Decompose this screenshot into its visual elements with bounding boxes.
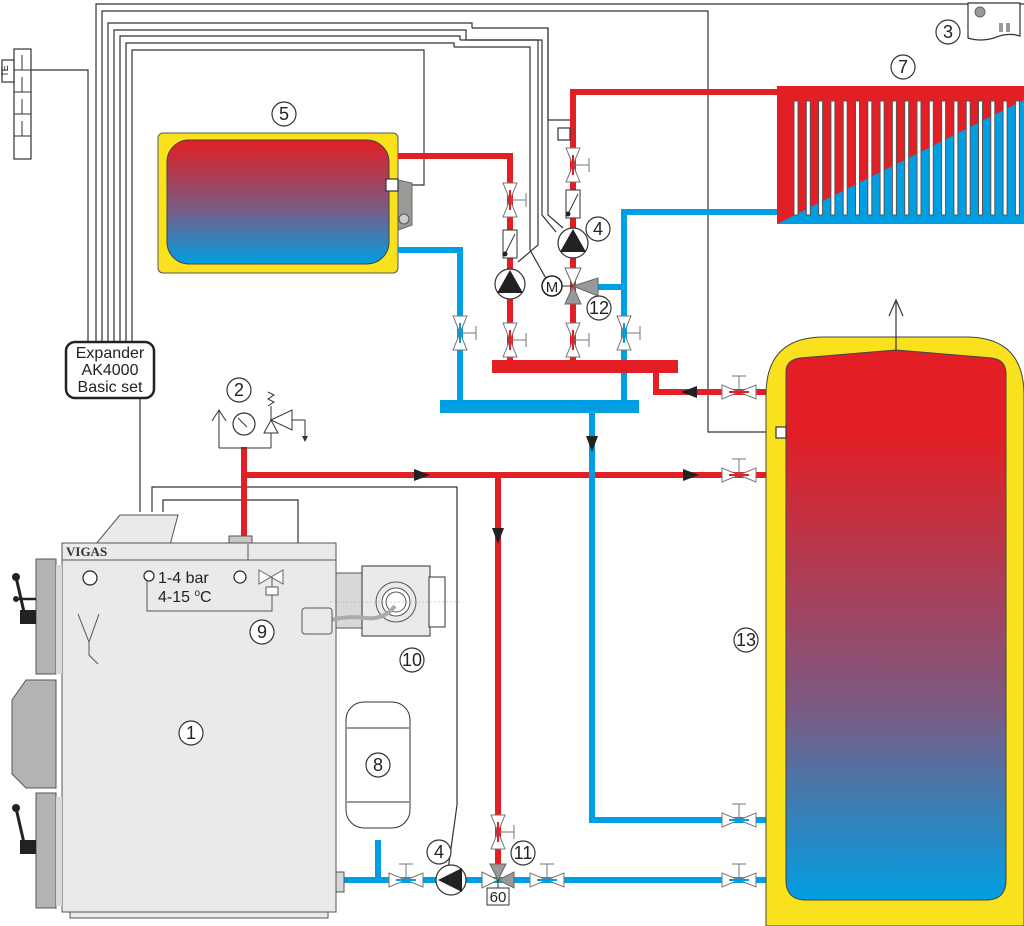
expander-line-3: Basic set xyxy=(78,379,143,396)
shutoff-valve[interactable] xyxy=(721,803,757,828)
boiler-brand: VIGAS xyxy=(66,544,107,559)
flow-arrows xyxy=(414,386,699,544)
flow-arrow-down xyxy=(492,528,504,544)
safety-group xyxy=(211,391,308,449)
cooling-pressure-label: 1-4 bar xyxy=(158,570,209,587)
flow-arrow-right xyxy=(414,469,430,481)
shutoff-valve[interactable] xyxy=(721,863,757,888)
radiator-fin xyxy=(891,100,897,216)
flow-arrow-right xyxy=(683,469,699,481)
radiator-fin xyxy=(978,100,983,216)
temp-range: 4-15 xyxy=(158,589,194,606)
shutoff-valve[interactable] xyxy=(565,147,590,183)
boiler: VIGAS 1-4 bar 4-15 oC xyxy=(11,514,345,919)
room-thermostat xyxy=(967,2,1021,41)
pump-radiator-circuit[interactable] xyxy=(557,227,589,259)
pump-number-bottom: 4 xyxy=(434,842,444,862)
shutoff-valve[interactable] xyxy=(565,322,590,358)
radiator-fin xyxy=(941,100,947,216)
thermostatic-valve-number: 11 xyxy=(514,843,533,863)
pump-boiler-circuit[interactable] xyxy=(435,864,467,896)
radiator-fin xyxy=(879,100,885,216)
radiator-fin xyxy=(953,100,959,216)
accumulation-tank xyxy=(765,298,1024,926)
radiator-fin xyxy=(928,100,934,216)
cooling-temperature-label: 4-15 oC xyxy=(158,588,212,606)
pump-number-top: 4 xyxy=(593,219,603,239)
boiler-number: 1 xyxy=(186,723,196,743)
thermostatic-mixing-valve[interactable]: 60 xyxy=(481,863,515,906)
shutoff-valve[interactable] xyxy=(490,814,515,850)
thermostatic-setpoint: 60 xyxy=(490,889,507,906)
burner-fan-number: 10 xyxy=(402,650,422,670)
radiator-fin xyxy=(793,100,799,216)
radiator-fin xyxy=(904,100,910,216)
flow-arrow-left xyxy=(681,386,697,398)
radiator-fin xyxy=(805,100,811,216)
shutoff-valve[interactable] xyxy=(721,458,757,483)
radiator-fin xyxy=(855,100,860,216)
expander-line-2: AK4000 xyxy=(82,362,139,379)
check-valves xyxy=(502,189,581,259)
hot-water-tank-number: 5 xyxy=(279,104,289,124)
room-thermostat-number: 3 xyxy=(943,22,953,42)
temp-unit: C xyxy=(200,589,212,606)
shutoff-valve[interactable] xyxy=(616,315,641,351)
radiator xyxy=(777,86,1024,224)
radiator-fin xyxy=(990,100,996,216)
cooling-valve-number: 9 xyxy=(257,622,267,642)
burner-fan xyxy=(301,565,460,637)
expander-line-1: Expander xyxy=(76,345,145,362)
radiator-flow-sensor xyxy=(557,127,571,141)
motor-label: M xyxy=(546,279,559,296)
shutoff-valve[interactable] xyxy=(529,863,565,888)
radiator-fin xyxy=(916,100,922,216)
motorized-mixing-valve[interactable]: M xyxy=(541,267,599,305)
accumulation-tank-number: 13 xyxy=(736,630,756,650)
radiator-fin xyxy=(867,100,873,216)
outdoor-temperature-sensor: TE xyxy=(0,48,32,160)
radiator-fin xyxy=(818,100,824,216)
hot-water-tank xyxy=(157,132,413,274)
radiator-number: 7 xyxy=(898,57,908,77)
shutoff-valve[interactable] xyxy=(388,863,424,888)
radiator-fin xyxy=(965,100,971,216)
flow-arrow-down xyxy=(586,436,598,452)
pump-tank-circuit[interactable] xyxy=(494,268,526,300)
shutoff-valve[interactable] xyxy=(452,315,477,351)
control-wires xyxy=(30,3,1024,871)
radiator-fin xyxy=(1014,100,1020,216)
shutoff-valve[interactable] xyxy=(502,182,527,218)
outdoor-sensor-label: TE xyxy=(0,65,10,77)
expansion-vessel-number: 8 xyxy=(373,755,383,775)
radiator-fin xyxy=(842,100,848,216)
shutoff-valve[interactable] xyxy=(502,322,527,358)
radiator-fin xyxy=(830,100,836,216)
mixing-valve-number: 12 xyxy=(589,298,609,318)
safety-group-number: 2 xyxy=(234,380,244,400)
valves xyxy=(388,147,757,888)
degree-sign: o xyxy=(194,588,200,599)
radiator-fin xyxy=(1002,100,1008,216)
shutoff-valve[interactable] xyxy=(721,375,757,400)
expander-box: Expander AK4000 Basic set xyxy=(64,340,156,400)
